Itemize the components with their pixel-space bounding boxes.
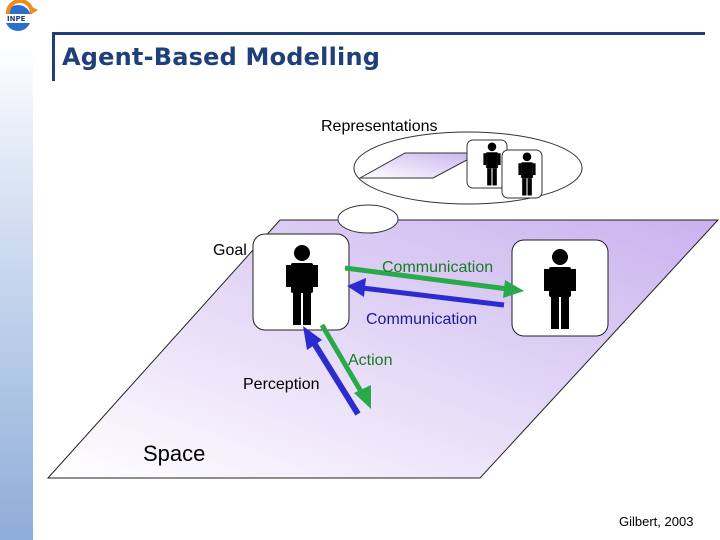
communication-arrow-blue	[361, 285, 505, 308]
agent-figure-right	[544, 249, 576, 329]
mini-agent-figure-1	[483, 142, 501, 186]
representations-label: Representations	[321, 118, 438, 135]
perception-arrow	[311, 341, 361, 416]
credit-label: Gilbert, 2003	[619, 514, 694, 529]
slide-title: Agent-Based Modelling	[62, 43, 381, 71]
communication-arrowhead-green	[503, 280, 524, 298]
action-arrow	[319, 323, 366, 397]
communication-label-top: Communication	[382, 259, 494, 276]
perception-arrowhead	[303, 326, 322, 350]
svg-text:INPE: INPE	[7, 15, 26, 23]
thought-bubble-large	[337, 204, 399, 234]
mini-agent-figure-2	[518, 152, 536, 196]
goal-label: Goal	[213, 242, 247, 259]
communication-arrowhead-blue	[347, 278, 366, 297]
communication-label-bottom: Communication	[366, 311, 478, 328]
perception-label: Perception	[243, 376, 320, 393]
communication-arrow-green	[344, 265, 509, 292]
logo-icon: INPE	[5, 0, 38, 31]
space-label: Space	[143, 441, 206, 466]
action-arrowhead	[354, 385, 371, 409]
action-label: Action	[348, 352, 393, 369]
title-bar	[52, 32, 705, 81]
side-stripe	[0, 0, 33, 540]
agent-figure-left	[286, 245, 318, 325]
